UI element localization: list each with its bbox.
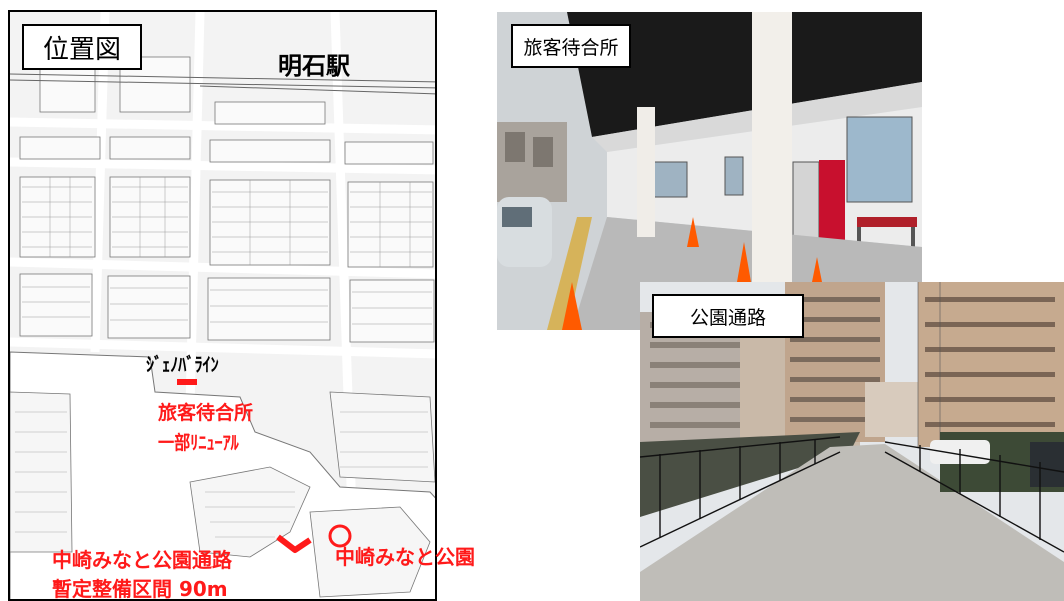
waiting-area-illustration bbox=[497, 12, 922, 330]
waiting-area-caption: 旅客待合所 bbox=[523, 36, 619, 59]
location-map: 位置図 明石駅 ｼﾞｪﾉﾊﾞﾗｲﾝ 旅客待合所 一部ﾘﾆｭｰｱﾙ 中崎みなと公園… bbox=[8, 10, 437, 601]
building-hatching bbox=[22, 177, 432, 325]
waiting-area-photo: 旅客待合所 bbox=[497, 12, 922, 330]
railway bbox=[10, 73, 435, 95]
park-path-caption: 公園通路 bbox=[689, 306, 766, 329]
map-street-grid bbox=[10, 12, 435, 599]
park-path-marker bbox=[276, 534, 312, 553]
park-label: 中崎みなと公園 bbox=[335, 545, 475, 569]
path-label-1: 中崎みなと公園通路 bbox=[52, 548, 232, 572]
park-path-illustration bbox=[640, 282, 1064, 601]
line-label: ｼﾞｪﾉﾊﾞﾗｲﾝ bbox=[146, 354, 219, 376]
waiting-area-label-2: 一部ﾘﾆｭｰｱﾙ bbox=[158, 432, 239, 454]
map-title-box: 位置図 bbox=[22, 24, 142, 70]
park-path-photo: 公園通路 bbox=[640, 282, 1064, 601]
waiting-area-label-1: 旅客待合所 bbox=[158, 402, 254, 424]
park-circle-marker bbox=[328, 524, 352, 548]
path-label-2: 暫定整備区間 90m bbox=[52, 577, 228, 601]
waiting-area-caption-box: 旅客待合所 bbox=[511, 24, 631, 68]
waiting-area-marker bbox=[177, 379, 197, 385]
station-label: 明石駅 bbox=[278, 52, 350, 80]
park-path-caption-box: 公園通路 bbox=[652, 294, 804, 338]
map-title: 位置図 bbox=[42, 34, 121, 65]
